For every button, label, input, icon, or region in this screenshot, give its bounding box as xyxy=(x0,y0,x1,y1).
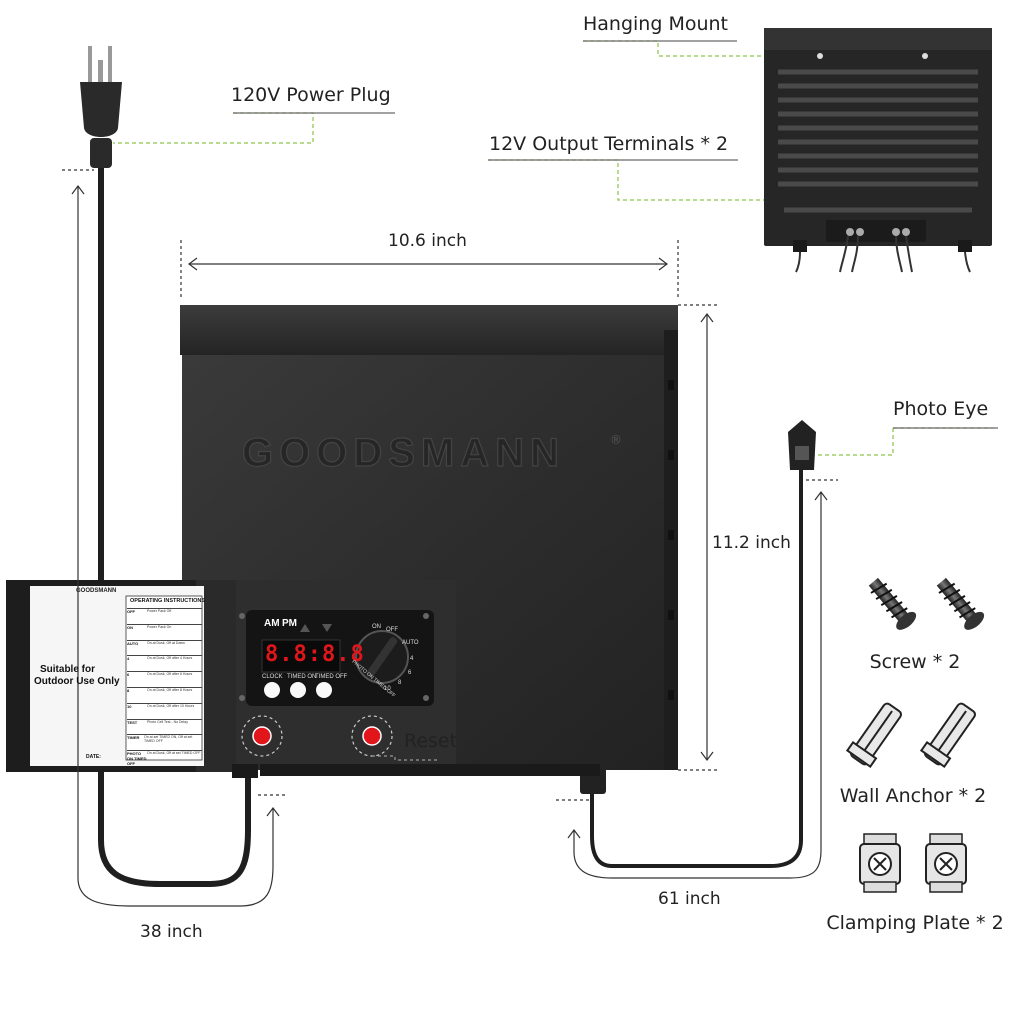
dial-8: 8 xyxy=(398,680,402,686)
wall-anchors xyxy=(845,702,976,768)
label-clamping-plate: Clamping Plate * 2 xyxy=(826,912,1004,934)
clamping-plates xyxy=(859,833,967,893)
dim-height: 11.2 inch xyxy=(712,533,791,553)
dim-cord-left: 38 inch xyxy=(140,922,203,942)
label-photo-eye: Photo Eye xyxy=(893,398,989,420)
dimension-lines xyxy=(62,169,838,907)
label-reset: Reset xyxy=(404,730,458,752)
dial-on: ON xyxy=(372,624,381,630)
control-panel xyxy=(232,580,456,778)
door-label-outdoor: Outdoor Use Only xyxy=(34,676,120,687)
door-label-header: OPERATING INSTRUCTIONS xyxy=(130,598,206,604)
label-hanging-mount: Hanging Mount xyxy=(583,13,729,35)
timed-on-button-label: TIMED ON xyxy=(287,674,317,680)
led-display: 8.8:8.8 xyxy=(265,642,365,667)
screws xyxy=(868,577,985,630)
dial-off: OFF xyxy=(386,627,398,633)
label-screw: Screw * 2 xyxy=(869,651,961,673)
dial-4: 4 xyxy=(410,656,414,662)
power-cord xyxy=(80,46,251,887)
svg-text:®: ® xyxy=(610,433,622,447)
door-label-date: DATE: xyxy=(86,754,101,760)
door-label-brand: GOODSMANN xyxy=(76,588,117,594)
door-label-suitable: Suitable for xyxy=(40,664,96,675)
dial-6: 6 xyxy=(408,670,412,676)
timed-off-button-label: TIMED OFF xyxy=(315,674,348,680)
rear-view-box xyxy=(764,28,992,273)
pm-indicator: PM xyxy=(282,618,297,629)
clock-button-label: CLOCK xyxy=(262,674,283,680)
door xyxy=(6,580,236,772)
photo-eye-cable xyxy=(580,420,816,868)
label-power-plug: 120V Power Plug xyxy=(231,84,391,106)
dim-cord-right: 61 inch xyxy=(658,889,721,909)
label-wall-anchor: Wall Anchor * 2 xyxy=(839,785,987,807)
dial-auto: AUTO xyxy=(402,640,419,646)
am-indicator: AM xyxy=(264,618,280,629)
dim-width: 10.6 inch xyxy=(388,231,467,251)
brand-emboss: GOODSMANN xyxy=(242,431,565,475)
dial-10: 10 xyxy=(384,686,391,692)
label-output-terminals: 12V Output Terminals * 2 xyxy=(489,133,729,155)
